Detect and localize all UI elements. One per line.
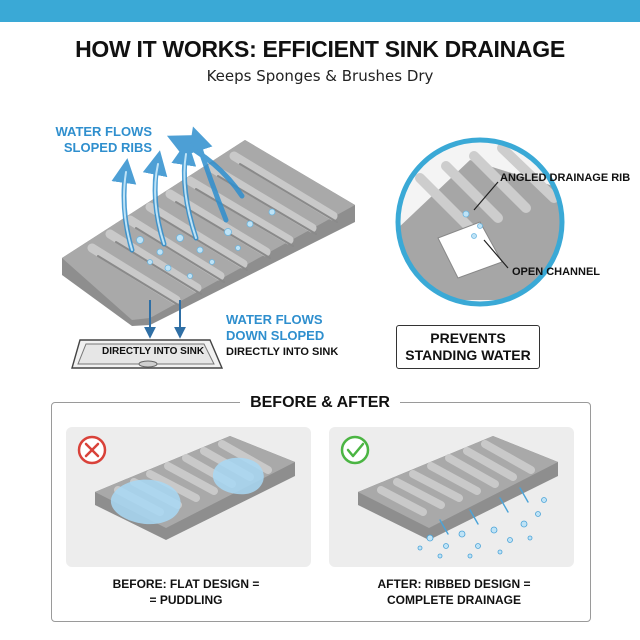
flow-label-bottom-line3: DIRECTLY INTO SINK bbox=[226, 346, 339, 358]
before-caption-line1: BEFORE: FLAT DESIGN = bbox=[112, 577, 260, 591]
before-caption-line2: = PUDDLING bbox=[149, 593, 223, 607]
check-circle-icon bbox=[340, 435, 370, 465]
puddle-left bbox=[110, 479, 181, 525]
x-circle-icon bbox=[77, 435, 107, 465]
flow-label-bottom-line1: WATER FLOWS bbox=[226, 312, 323, 327]
flow-label-top-line1: WATER FLOWS bbox=[55, 124, 152, 139]
puddle-right bbox=[212, 457, 264, 495]
flow-label-bottom: WATER FLOWS DOWN SLOPED DIRECTLY INTO SI… bbox=[226, 312, 366, 358]
drain-droplets bbox=[417, 497, 547, 559]
sink-label: DIRECTLY INTO SINK bbox=[102, 346, 205, 357]
flow-label-bottom-line2: DOWN SLOPED bbox=[226, 328, 325, 343]
flow-label-top: WATER FLOWS SLOPED RIBS bbox=[40, 124, 152, 156]
water-droplets bbox=[136, 208, 276, 279]
top-color-bar bbox=[0, 0, 640, 22]
before-caption: BEFORE: FLAT DESIGN = = PUDDLING bbox=[56, 576, 316, 608]
rib-label: ANGLED DRAINAGE RIB bbox=[500, 172, 631, 184]
page-subtitle: Keeps Sponges & Brushes Dry bbox=[206, 67, 434, 85]
page-title: HOW IT WORKS: EFFICIENT SINK DRAINAGE bbox=[75, 36, 565, 62]
callout-line1: PREVENTS bbox=[430, 330, 506, 346]
callout-line2: STANDING WATER bbox=[405, 347, 531, 363]
flow-label-top-line2: SLOPED RIBS bbox=[63, 140, 152, 155]
zoom-circle-border bbox=[395, 137, 565, 307]
before-tray bbox=[95, 436, 295, 540]
prevents-standing-water-callout: PREVENTS STANDING WATER bbox=[396, 325, 540, 369]
after-caption: AFTER: RIBBED DESIGN = COMPLETE DRAINAGE bbox=[324, 576, 584, 608]
after-caption-line1: AFTER: RIBBED DESIGN = bbox=[377, 577, 531, 591]
drain-arrows bbox=[144, 300, 186, 339]
after-caption-line2: COMPLETE DRAINAGE bbox=[386, 593, 521, 607]
channel-label: OPEN CHANNEL bbox=[512, 266, 601, 278]
before-after-title: BEFORE & AFTER bbox=[240, 393, 400, 413]
after-tray bbox=[358, 436, 558, 559]
sink-basin bbox=[71, 339, 224, 369]
